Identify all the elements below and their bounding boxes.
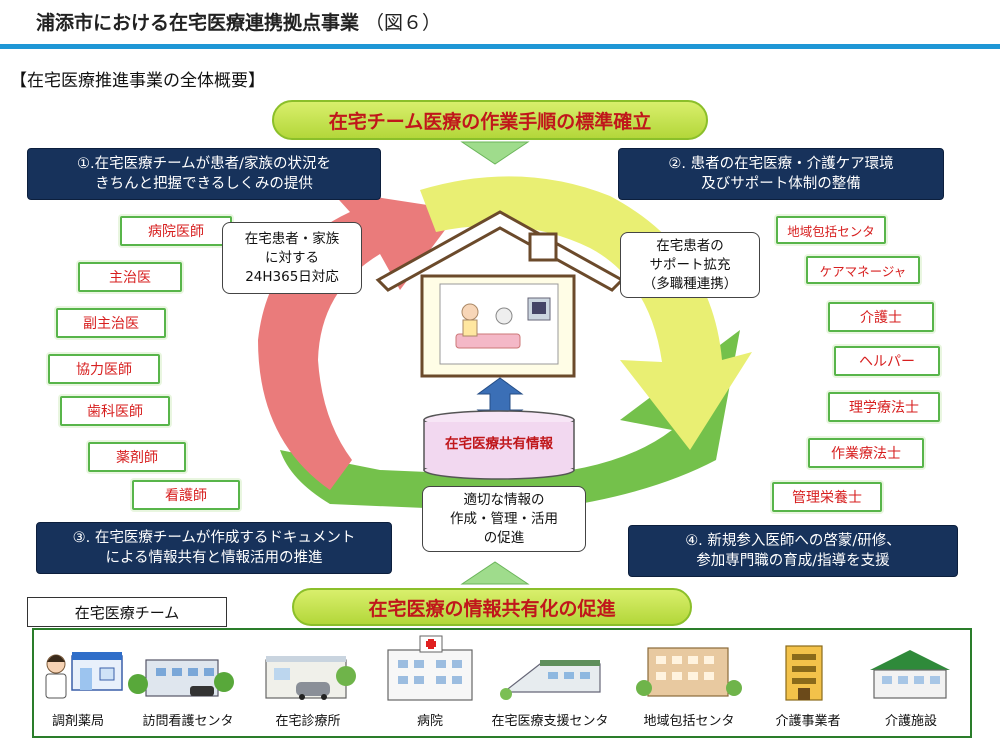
goal-box-2: ②. 患者の在宅医療・介護ケア環境 及びサポート体制の整備 <box>618 148 944 200</box>
support-center-icon <box>500 660 601 700</box>
goal-3-line1: ③. 在宅医療チームが作成するドキュメント <box>72 530 356 546</box>
care-role-tag: 管理栄養士 <box>772 482 882 512</box>
facility-label: 訪問看護センタ <box>142 714 234 729</box>
page-title: 浦添市における在宅医療連携拠点事業（図６） <box>36 8 441 35</box>
medical-role-tag: 主治医 <box>78 262 182 292</box>
bubble-left-line2: に対する <box>265 249 319 266</box>
community-center-icon <box>636 647 742 697</box>
goal-2-line2: 及びサポート体制の整備 <box>701 176 861 192</box>
care-role-tag: 地域包括センタ <box>776 216 886 244</box>
goal-4-line1: ④. 新規参入医師への啓蒙/研修、 <box>685 533 901 549</box>
care-role-tag: 作業療法士 <box>808 438 924 468</box>
facility-label: 調剤薬局 <box>51 714 104 729</box>
goal-2-line1: ②. 患者の在宅医療・介護ケア環境 <box>668 156 894 172</box>
section-subtitle: 【在宅医療推進事業の全体概要】 <box>10 71 265 91</box>
care-facility-icon <box>870 650 950 699</box>
goal-3-line2: による情報共有と情報活用の推進 <box>105 550 323 566</box>
medical-role-tag: 歯科医師 <box>60 396 170 426</box>
goal-4-line2: 参加専門職の育成/指導を支援 <box>696 553 890 569</box>
database-cylinder <box>423 410 575 480</box>
care-role-tag: ヘルパー <box>834 346 940 376</box>
bubble-support-expansion: 在宅患者の サポート拡充 （多職種連携） <box>620 232 760 298</box>
pharmacy-icon <box>45 652 123 699</box>
medical-role-tag: 協力医師 <box>48 354 160 384</box>
home-clinic-icon <box>265 656 356 700</box>
banner-bottom: 在宅医療の情報共有化の促進 <box>292 588 692 626</box>
title-text: 浦添市における在宅医療連携拠点事業 <box>36 12 360 34</box>
bubble-24h-support: 在宅患者・家族 に対する 24H365日対応 <box>222 222 362 294</box>
house-illustration <box>375 210 625 378</box>
top-banner-pointer <box>460 141 530 165</box>
goal-box-3: ③. 在宅医療チームが作成するドキュメント による情報共有と情報活用の推進 <box>36 522 392 574</box>
bottom-banner-pointer <box>460 561 530 585</box>
title-underline <box>0 44 1000 49</box>
medical-role-tag: 薬剤師 <box>88 442 186 472</box>
facility-label: 病院 <box>416 714 443 729</box>
care-role-tag: ケアマネージャ <box>806 256 920 284</box>
goal-box-4: ④. 新規参入医師への啓蒙/研修、 参加専門職の育成/指導を支援 <box>628 525 958 577</box>
bubble-bottom-line2: 作成・管理・活用 <box>450 510 558 527</box>
care-role-tag: 理学療法士 <box>828 392 940 422</box>
bubble-information-use: 適切な情報の 作成・管理・活用 の促進 <box>422 486 586 552</box>
cycle-arrow-green <box>280 330 740 512</box>
facility-label: 介護事業者 <box>775 714 841 729</box>
banner-top: 在宅チーム医療の作業手順の標準確立 <box>272 100 708 140</box>
bubble-bottom-line3: の促進 <box>483 529 525 546</box>
bubble-bottom-line1: 適切な情報の <box>463 491 545 508</box>
medical-role-tag: 看護師 <box>132 480 240 510</box>
database-label: 在宅医療共有情報 <box>445 436 553 452</box>
bubble-right-line2: サポート拡充 <box>649 256 731 273</box>
visiting-nurse-center-icon <box>128 659 234 697</box>
facility-label: 在宅医療支援センタ <box>491 714 609 729</box>
bubble-right-line3: （多職種連携） <box>642 275 738 292</box>
care-role-tag: 介護士 <box>828 302 934 332</box>
team-label: 在宅医療チーム <box>27 597 227 627</box>
goal-1-line1: ①.在宅医療チームが患者/家族の状況を <box>76 156 332 172</box>
bubble-left-line3: 24H365日対応 <box>245 268 339 285</box>
facility-label: 在宅診療所 <box>275 714 341 729</box>
facility-label: 介護施設 <box>884 714 937 729</box>
goal-1-line2: きちんと把握できるしくみの提供 <box>95 176 313 192</box>
bubble-left-line1: 在宅患者・家族 <box>244 230 340 247</box>
medical-role-tag: 副主治医 <box>56 308 166 338</box>
bubble-right-line1: 在宅患者の <box>656 237 724 254</box>
medical-role-tag: 病院医師 <box>120 216 232 246</box>
goal-box-1: ①.在宅医療チームが患者/家族の状況を きちんと把握できるしくみの提供 <box>27 148 381 200</box>
figure-label: （図６） <box>365 12 442 34</box>
hospital-icon <box>387 635 473 701</box>
care-provider-icon <box>785 645 823 701</box>
facility-label: 地域包括センタ <box>643 714 735 729</box>
